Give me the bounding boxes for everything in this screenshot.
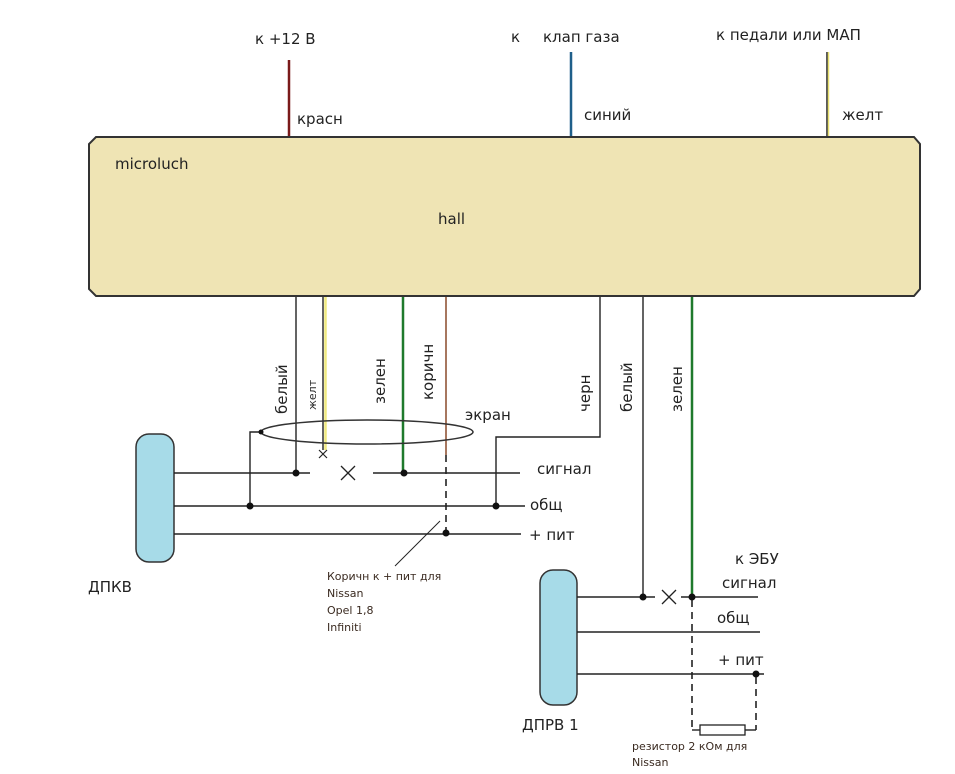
- yellow-cut-icon: [318, 449, 328, 459]
- brown-note-line: Opel 1,8: [327, 604, 373, 617]
- cam-sensor-name: ДПРВ 1: [522, 716, 579, 734]
- shield-label: экран: [465, 406, 511, 424]
- cable-shield: [260, 419, 474, 445]
- shield-drain-dot: [258, 429, 264, 435]
- junction-dot: [688, 593, 696, 601]
- microluch-module: [88, 136, 921, 297]
- resistor-note-line: Nissan: [632, 756, 668, 769]
- cam-green-label: зелен: [668, 366, 686, 412]
- junction-dot: [492, 502, 500, 510]
- crank-power-label: + пит: [529, 526, 575, 544]
- cam-sensor: [539, 569, 578, 706]
- brown-note-leader: [394, 520, 441, 567]
- cam-power-label: + пит: [718, 651, 764, 669]
- cam-signal-label: сигнал: [722, 574, 776, 592]
- resistor-note-line: резистор 2 кОм для: [632, 740, 747, 753]
- module-name: microluch: [115, 155, 188, 173]
- junction-dot: [400, 469, 408, 477]
- crank-green-label: зелен: [371, 358, 389, 404]
- junction-dot: [246, 502, 254, 510]
- crank-brown-label: коричн: [419, 344, 437, 400]
- crank-sensor: [135, 433, 175, 563]
- cam-signal-cut-icon: [661, 589, 677, 605]
- junction-dot: [442, 529, 450, 537]
- cam-white-label: белый: [618, 362, 636, 412]
- module-type: hall: [438, 210, 465, 228]
- black-wire-cam: [495, 297, 601, 506]
- resistor-icon: [699, 724, 746, 736]
- crank-sensor-name: ДПКВ: [88, 578, 132, 596]
- gas-valve-target-label: клап газа: [543, 28, 620, 46]
- cam-black-label: черн: [576, 375, 594, 412]
- red-wire-label: красн: [297, 110, 343, 128]
- crank-yellow-label: желт: [306, 379, 319, 410]
- shield-drain-wire: [249, 431, 261, 506]
- brown-note-line: Infiniti: [327, 621, 362, 634]
- crank-white-label: белый: [273, 364, 291, 414]
- pedal-map-target-label: к педали или МАП: [716, 26, 861, 44]
- blue-wire-label: синий: [584, 106, 631, 124]
- junction-dot: [639, 593, 647, 601]
- cam-ground-label: общ: [717, 609, 750, 627]
- junction-dot: [292, 469, 300, 477]
- power-target-label: к +12 В: [255, 30, 316, 48]
- crank-signal-label: сигнал: [537, 460, 591, 478]
- cam-ecu-label: к ЭБУ: [735, 550, 779, 568]
- gas-valve-prefix: к: [511, 28, 520, 46]
- junction-dot: [752, 670, 760, 678]
- brown-note-line: Nissan: [327, 587, 363, 600]
- crank-ground-label: общ: [530, 496, 563, 514]
- brown-note-line: Коричн к + пит для: [327, 570, 441, 583]
- signal-cut-icon: [340, 465, 356, 481]
- yellow-wire-label: желт: [842, 106, 883, 124]
